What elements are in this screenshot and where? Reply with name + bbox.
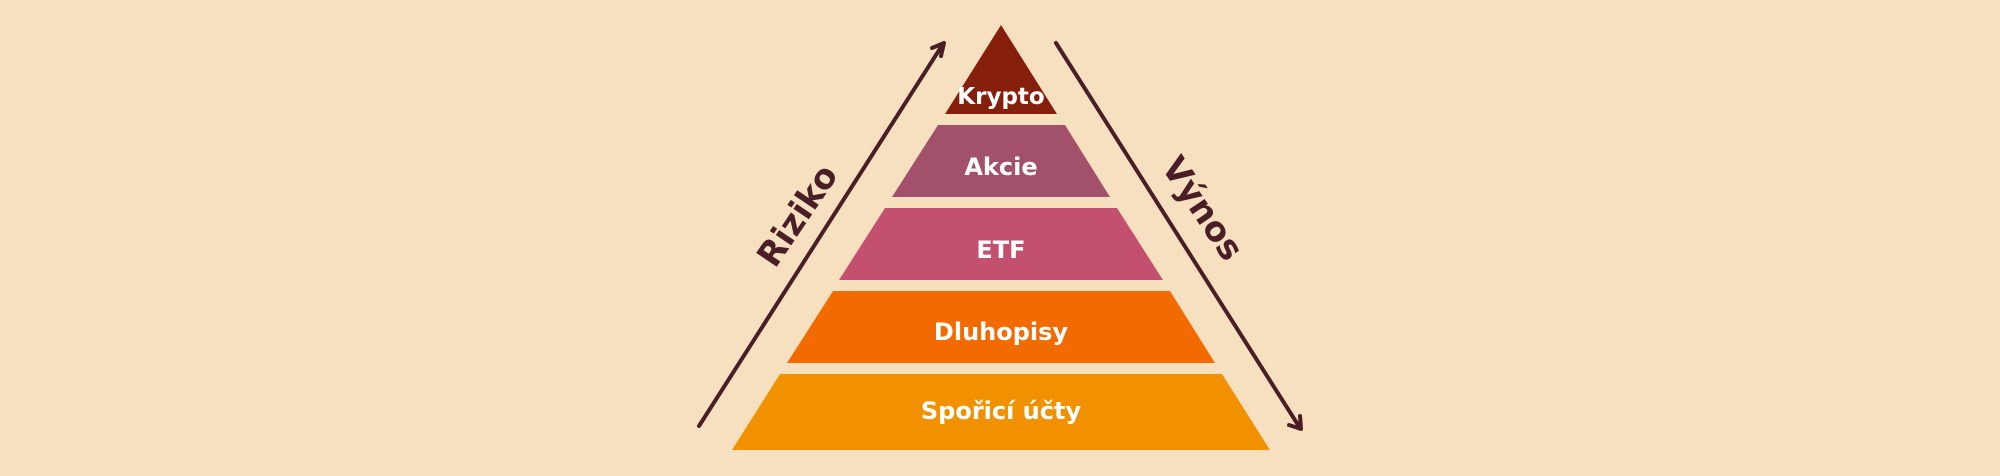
pyramid-level-dluhopisy: Dluhopisy bbox=[787, 291, 1215, 363]
pyramid-level-etf-shape bbox=[839, 208, 1163, 280]
return-arrow-head bbox=[1287, 414, 1303, 431]
pyramid-level-akcie-shape bbox=[892, 125, 1110, 197]
pyramid-level-etf-label: ETF bbox=[976, 236, 1025, 264]
return-arrow-line bbox=[1054, 41, 1302, 430]
pyramid-levels: Krypto Akcie ETF Dluhopisy Spořicí účty bbox=[732, 25, 1270, 450]
pyramid-level-sporici-ucty-shape bbox=[732, 374, 1270, 450]
pyramid-level-sporici-ucty-label: Spořicí účty bbox=[921, 397, 1082, 425]
pyramid-level-sporici-ucty: Spořicí účty bbox=[732, 374, 1270, 450]
arrow-down-right-icon bbox=[1054, 41, 1303, 431]
pyramid-level-etf: ETF bbox=[839, 208, 1163, 280]
risk-arrow-line bbox=[697, 42, 945, 428]
pyramid-level-dluhopisy-shape bbox=[787, 291, 1215, 363]
arrow-up-right-icon bbox=[697, 41, 946, 428]
risk-arrow-head bbox=[930, 41, 946, 58]
pyramid-level-akcie: Akcie bbox=[892, 125, 1110, 197]
pyramid-level-dluhopisy-label: Dluhopisy bbox=[934, 318, 1069, 346]
pyramid-level-akcie-label: Akcie bbox=[964, 153, 1037, 181]
pyramid-level-krypto: Krypto bbox=[945, 25, 1057, 114]
pyramid-level-krypto-shape bbox=[945, 25, 1057, 114]
pyramid-level-krypto-label: Krypto bbox=[957, 84, 1044, 110]
